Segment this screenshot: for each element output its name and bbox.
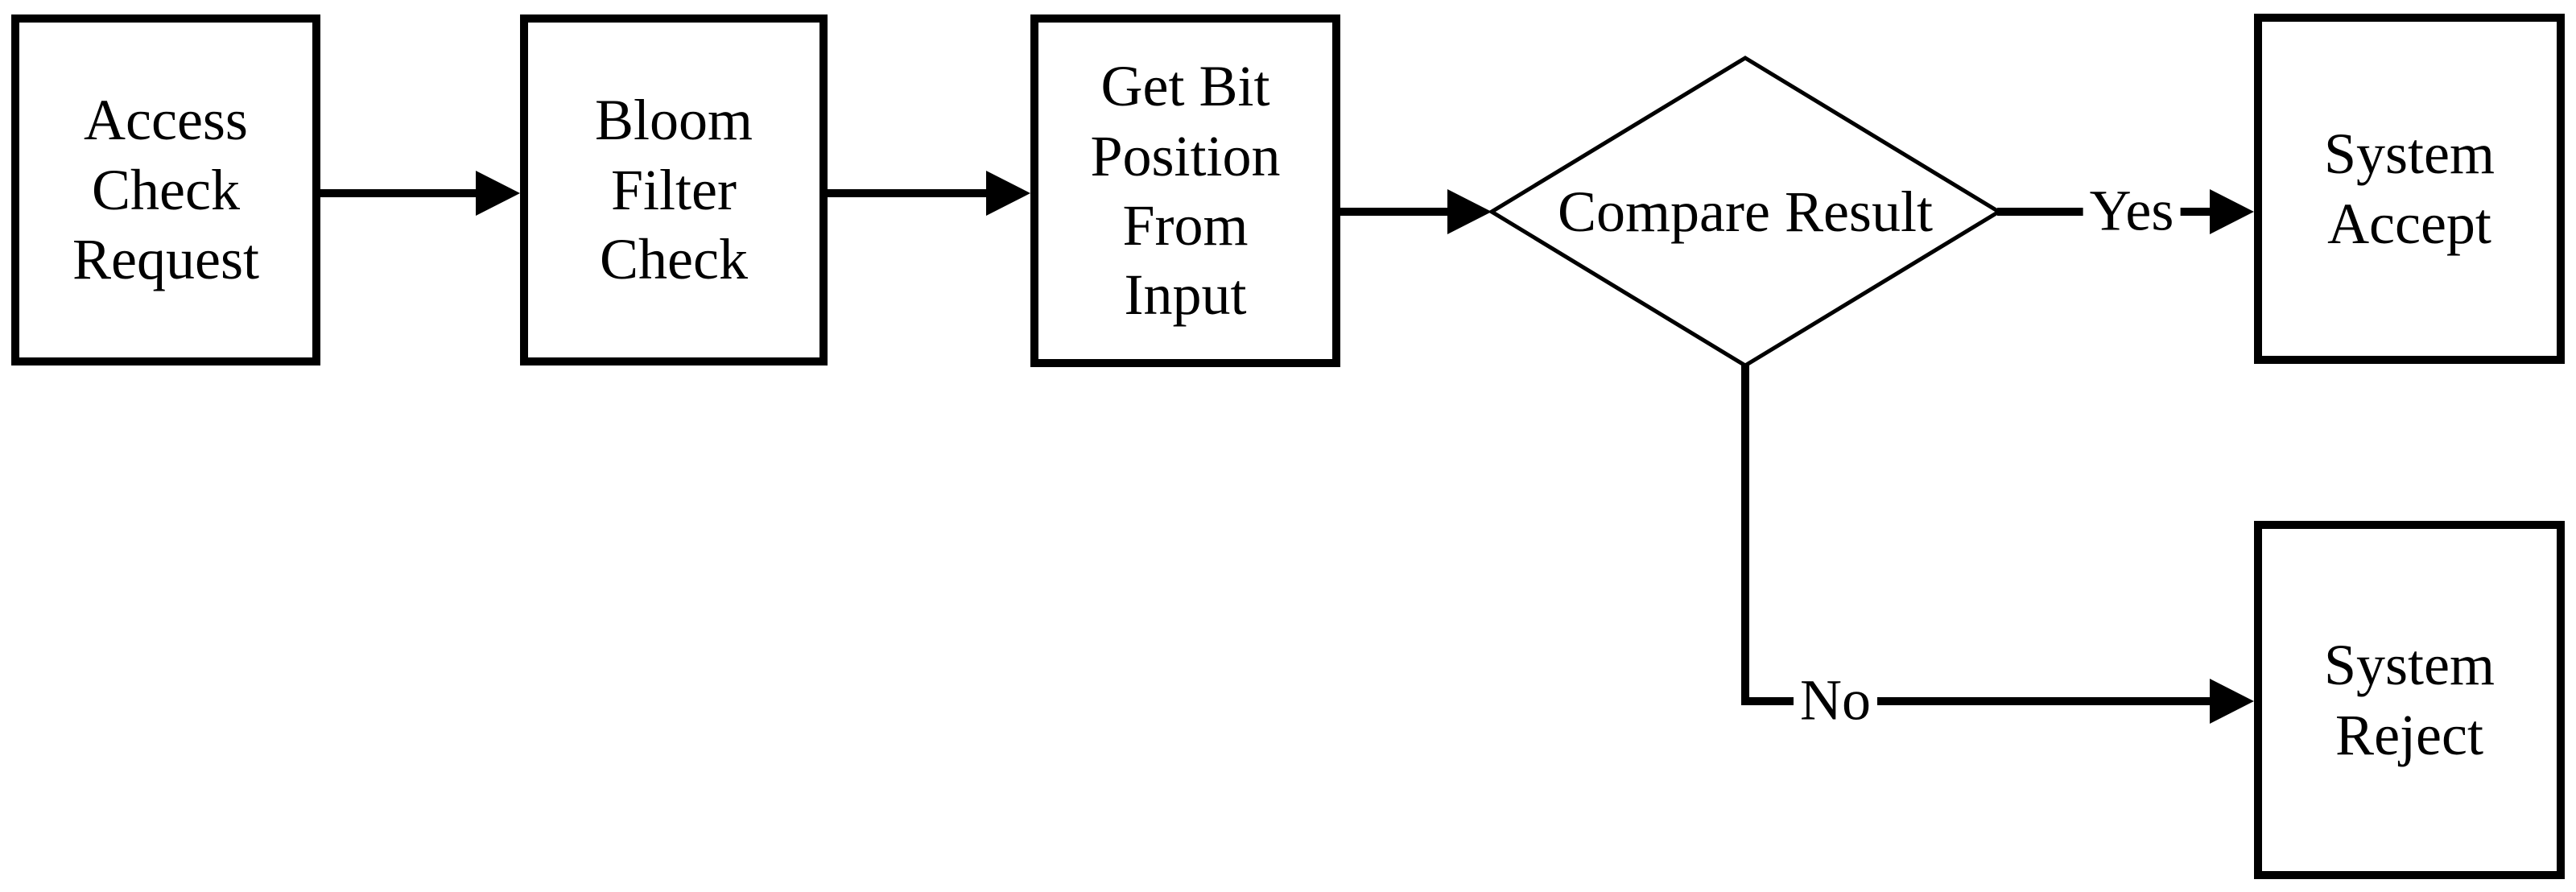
node-get-bit-position: Get Bit Position From Input [1030, 14, 1340, 367]
arrow-access-to-bloom-shaft [319, 189, 477, 197]
node-system-accept: System Accept [2254, 14, 2565, 364]
arrow-no-head-icon [2210, 679, 2254, 724]
arrow-getbit-to-compare-head-icon [1447, 189, 1492, 234]
node-get-bit-position-label: Get Bit Position From Input [1090, 54, 1281, 328]
node-bloom-filter-check: Bloom Filter Check [520, 14, 828, 365]
node-compare-result-label: Compare Result [1558, 179, 1933, 244]
node-access-check-request-label: Access Check Request [72, 88, 259, 292]
arrow-access-to-bloom-head-icon [476, 171, 520, 216]
arrow-no-horizontal-shaft [1741, 697, 2211, 705]
node-system-reject-label: System Reject [2323, 633, 2496, 767]
arrow-getbit-to-compare-shaft [1339, 208, 1449, 216]
node-bloom-filter-check-label: Bloom Filter Check [594, 88, 753, 292]
arrow-bloom-to-getbit-head-icon [986, 171, 1030, 216]
node-access-check-request: Access Check Request [11, 14, 320, 365]
edge-label-yes: Yes [2083, 179, 2181, 243]
arrow-no-vertical-shaft [1741, 364, 1749, 705]
node-system-accept-label: System Accept [2323, 122, 2496, 256]
arrow-bloom-to-getbit-shaft [826, 189, 988, 197]
node-system-reject: System Reject [2254, 521, 2565, 879]
arrow-yes-head-icon [2210, 189, 2254, 234]
edge-label-no: No [1794, 668, 1877, 733]
